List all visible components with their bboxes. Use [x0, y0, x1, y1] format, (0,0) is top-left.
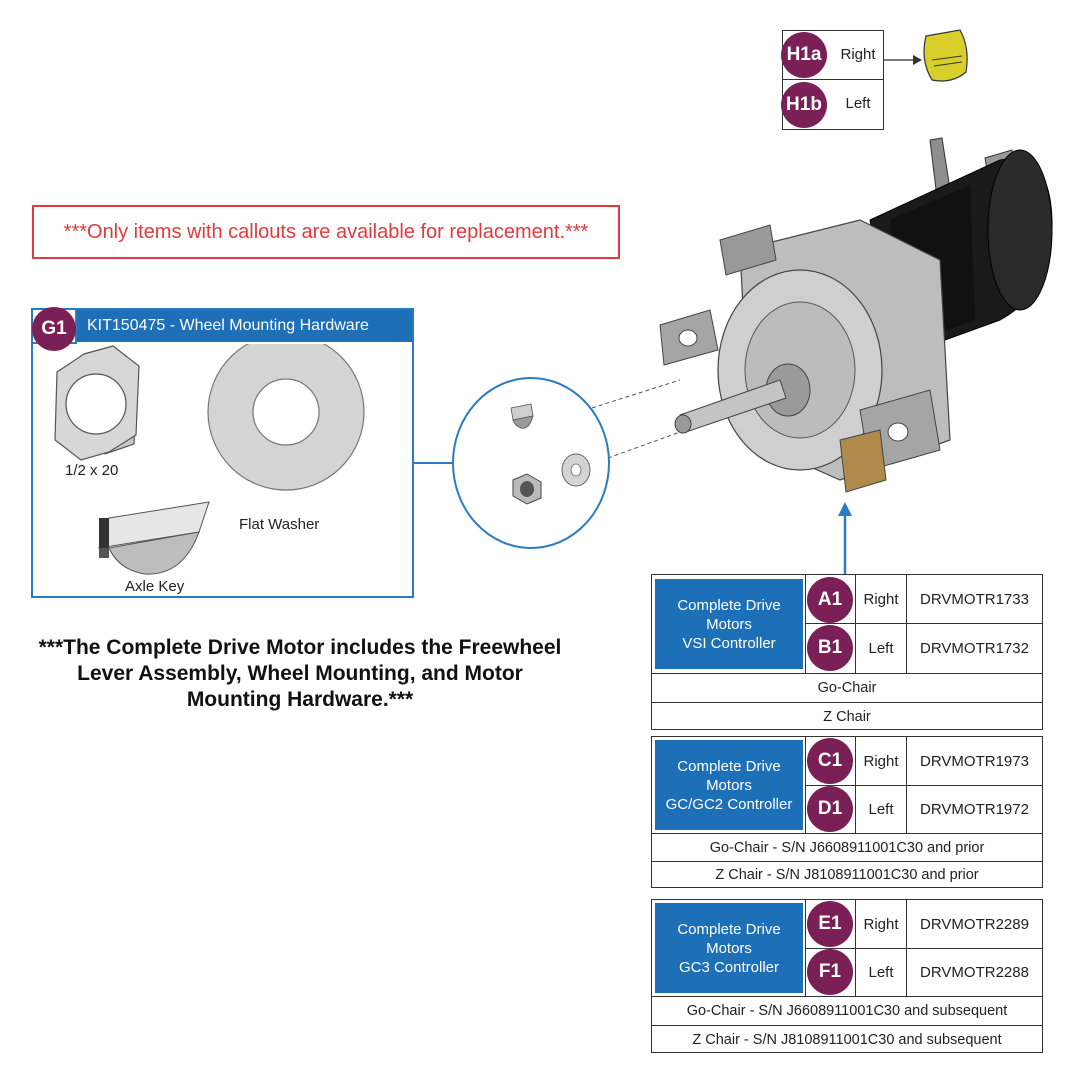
callout-b1[interactable]: B1 [807, 625, 853, 671]
flat-washer-icon [207, 344, 365, 491]
heading-line: Motors [706, 776, 752, 794]
heading-line: VSI Controller [682, 634, 776, 652]
hardware-detail-circle [452, 377, 610, 549]
motor-table-vsi: Complete Drive Motors VSI Controller A1 … [651, 574, 1043, 730]
heading-line: Complete Drive [677, 757, 781, 775]
side-left: Left [868, 640, 894, 657]
part-number: DRVMOTR2288 [920, 964, 1029, 981]
drive-motor-illustration [659, 29, 1053, 493]
replacement-notice: ***Only items with callouts are availabl… [32, 205, 620, 259]
model-row: Go-Chair - S/N J6608911001C30 and subseq… [652, 996, 1042, 1025]
heading-line: GC/GC2 Controller [665, 795, 793, 813]
motor-table-gc3: Complete Drive Motors GC3 Controller E1 … [651, 899, 1043, 1053]
model-row: Go-Chair - S/N J6608911001C30 and prior [652, 833, 1042, 861]
motor-table-gc-gc2: Complete Drive Motors GC/GC2 Controller … [651, 736, 1043, 888]
heading-line: Complete Drive [677, 920, 781, 938]
side-left: Left [868, 801, 894, 818]
callout-a1[interactable]: A1 [807, 577, 853, 623]
hex-nut-small-icon [512, 473, 542, 505]
hex-nut-label: 1/2 x 20 [65, 462, 119, 479]
freewheel-lever-label-right: Right [840, 46, 876, 63]
model-row: Z Chair - S/N J8108911001C30 and prior [652, 861, 1042, 888]
wheel-mounting-hardware-box: KIT150475 - Wheel Mounting Hardware G1 1… [31, 307, 414, 598]
callout-c1[interactable]: C1 [807, 738, 853, 784]
side-right: Right [863, 915, 899, 933]
part-number: DRVMOTR1973 [920, 752, 1029, 770]
part-number: DRVMOTR2289 [920, 915, 1029, 933]
model-row: Z Chair - S/N J8108911001C30 and subsequ… [652, 1025, 1042, 1053]
side-right: Right [863, 752, 899, 770]
side-left: Left [868, 964, 894, 981]
axle-key-icon [98, 501, 210, 575]
heading-line: GC3 Controller [678, 958, 780, 976]
side-right: Right [863, 590, 899, 608]
motor-body-icon [659, 149, 1053, 493]
callout-h1b[interactable]: H1b [781, 82, 827, 128]
motor-table-gc3-heading: Complete Drive Motors GC3 Controller [655, 903, 803, 993]
callout-g1[interactable]: G1 [32, 307, 76, 351]
freewheel-lever-label-left: Left [845, 95, 871, 112]
part-number: DRVMOTR1732 [920, 640, 1029, 657]
callout-d1[interactable]: D1 [807, 786, 853, 832]
heading-line: Motors [706, 939, 752, 957]
hex-nut-icon [54, 345, 140, 461]
heading-line: Complete Drive [677, 596, 781, 614]
motor-table-vsi-heading: Complete Drive Motors VSI Controller [655, 579, 803, 669]
flat-washer-small-icon [561, 453, 591, 487]
model-row: Z Chair [652, 702, 1042, 730]
freewheel-lever-row-left[interactable]: H1b Left [781, 80, 883, 129]
flat-washer-label: Flat Washer [239, 516, 320, 533]
callout-h1a[interactable]: H1a [781, 32, 827, 78]
axle-key-label: Axle Key [125, 578, 185, 595]
callout-e1[interactable]: E1 [807, 901, 853, 947]
part-number: DRVMOTR1972 [920, 801, 1029, 818]
freewheel-lever-row-right[interactable]: H1a Right [781, 31, 883, 80]
model-row: Go-Chair [652, 673, 1042, 702]
freewheel-lever-table: H1a Right H1b Left [781, 30, 884, 130]
axle-key-small-icon [510, 403, 534, 429]
motor-table-gc-gc2-heading: Complete Drive Motors GC/GC2 Controller [655, 740, 803, 830]
part-number: DRVMOTR1733 [920, 590, 1029, 608]
wheel-mounting-hardware-title: KIT150475 - Wheel Mounting Hardware [77, 310, 412, 342]
wheel-mounting-parts-illustration [54, 344, 365, 575]
complete-drive-motor-note: ***The Complete Drive Motor includes the… [38, 636, 562, 711]
heading-line: Motors [706, 615, 752, 633]
callout-f1[interactable]: F1 [807, 949, 853, 995]
